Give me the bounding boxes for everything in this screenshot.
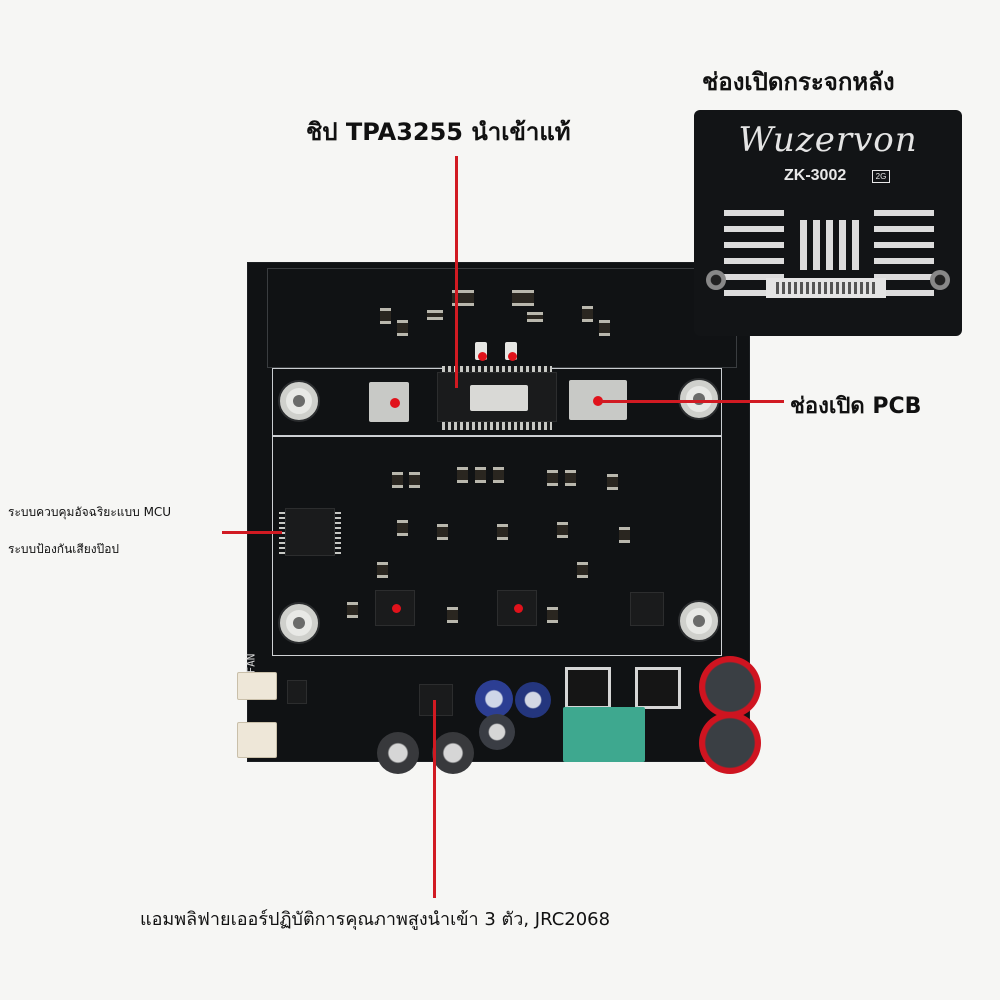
vent-slot: [724, 258, 784, 264]
green-terminal-block: [563, 707, 645, 762]
mcu-chip: [285, 508, 335, 556]
mcu-pins-left: [279, 510, 285, 554]
pcb-opening-marker: [390, 398, 400, 408]
smd-component: [512, 290, 534, 306]
vent-slot: [874, 210, 934, 216]
smd-component: [377, 562, 388, 578]
model-badge: 2G: [872, 170, 890, 183]
opamp-leader-line: [433, 700, 436, 898]
opamp-callout: แอมพลิฟายเออร์ปฏิบัติการคุณภาพสูงนำเข้า …: [140, 909, 611, 930]
chip-thermal-pad: [470, 385, 528, 411]
regulator-chip: [630, 592, 664, 626]
vent-slot: [874, 242, 934, 248]
smd-component: [599, 320, 610, 336]
electrolytic-capacitor: [432, 732, 474, 774]
vent-slot-vertical: [852, 220, 859, 270]
mounting-hole-top-left: [280, 382, 318, 420]
fan-connector: [237, 672, 277, 700]
brand-logo-text: Wuzervon: [738, 120, 918, 160]
vent-slot: [724, 274, 784, 280]
smd-component: [493, 467, 504, 483]
middle-zone-trace: [272, 436, 722, 656]
power-connector: [237, 722, 277, 758]
power-inductor: [635, 667, 681, 709]
pcb-opening-callout: ช่องเปิด PCB: [790, 394, 922, 419]
pcb-opening-marker: [593, 396, 603, 406]
mounting-hole-bottom-left: [280, 604, 318, 642]
smd-component: [547, 607, 558, 623]
smd-component: [392, 472, 403, 488]
bottom-chip: [287, 680, 307, 704]
smd-component: [577, 562, 588, 578]
large-capacitor: [699, 712, 761, 774]
power-inductor: [565, 667, 611, 709]
vent-slot: [874, 274, 934, 280]
screw: [930, 270, 950, 290]
chip-window-pins: [776, 282, 876, 294]
chip-leader-line: [455, 156, 458, 388]
chip-marker-dot: [508, 352, 517, 361]
vent-slot: [874, 258, 934, 264]
vent-slot: [724, 242, 784, 248]
smd-component: [457, 467, 468, 483]
electrolytic-capacitor: [479, 714, 515, 750]
smd-component: [547, 470, 558, 486]
smd-component: [582, 306, 593, 322]
model-number: ZK-3002: [784, 167, 847, 184]
smd-component: [565, 470, 576, 486]
vent-slot: [724, 290, 784, 296]
smd-component: [427, 310, 443, 320]
chip-marker-dot: [478, 352, 487, 361]
amplifier-pcb-photo: FAN: [237, 262, 761, 774]
mcu-callout-line2: ระบบป้องกันเสียงป๊อป: [8, 542, 120, 556]
vent-slot: [874, 226, 934, 232]
vent-slot-vertical: [826, 220, 833, 270]
vent-slot: [874, 290, 934, 296]
smd-component: [557, 522, 568, 538]
smd-component: [409, 472, 420, 488]
smd-component: [347, 602, 358, 618]
vent-slot: [724, 226, 784, 232]
chip-pin-row-bottom: [442, 422, 552, 430]
board-outline-trace: [267, 268, 737, 368]
mounting-hole-top-right: [680, 380, 718, 418]
mcu-callout-line1: ระบบควบคุมอัจฉริยะแบบ MCU: [8, 505, 172, 519]
screw: [706, 270, 726, 290]
large-capacitor: [699, 656, 761, 718]
opamp-marker-dot: [514, 604, 523, 613]
smd-component: [437, 524, 448, 540]
smd-component: [475, 467, 486, 483]
pcb-opening-pad-left: [369, 382, 409, 422]
pcb-opening-leader-line: [600, 400, 784, 403]
mcu-pins-right: [335, 510, 341, 554]
mcu-leader-line: [222, 531, 282, 534]
smd-component: [619, 527, 630, 543]
smd-component: [527, 312, 543, 322]
vent-slot-vertical: [813, 220, 820, 270]
smd-component: [497, 524, 508, 540]
opamp-marker-dot: [392, 604, 401, 613]
fan-silkscreen-label: FAN: [244, 653, 258, 674]
smd-component: [397, 320, 408, 336]
chip-pin-row-top: [442, 366, 552, 372]
smd-component: [380, 308, 391, 324]
electrolytic-capacitor: [515, 682, 551, 718]
vent-slot: [724, 210, 784, 216]
chip-callout: ชิป TPA3255 นำเข้าแท้: [306, 118, 571, 146]
smd-component: [447, 607, 458, 623]
vent-slot-vertical: [800, 220, 807, 270]
jrc2068-opamp: [419, 684, 453, 716]
smd-component: [397, 520, 408, 536]
electrolytic-capacitor: [475, 680, 513, 718]
electrolytic-capacitor: [377, 732, 419, 774]
vent-slot-vertical: [839, 220, 846, 270]
smd-component: [607, 474, 618, 490]
back-glass-inset-photo: Wuzervon ZK-3002 2G: [694, 110, 962, 336]
mounting-hole-bottom-right: [680, 602, 718, 640]
back-glass-callout: ช่องเปิดกระจกหลัง: [702, 68, 895, 96]
